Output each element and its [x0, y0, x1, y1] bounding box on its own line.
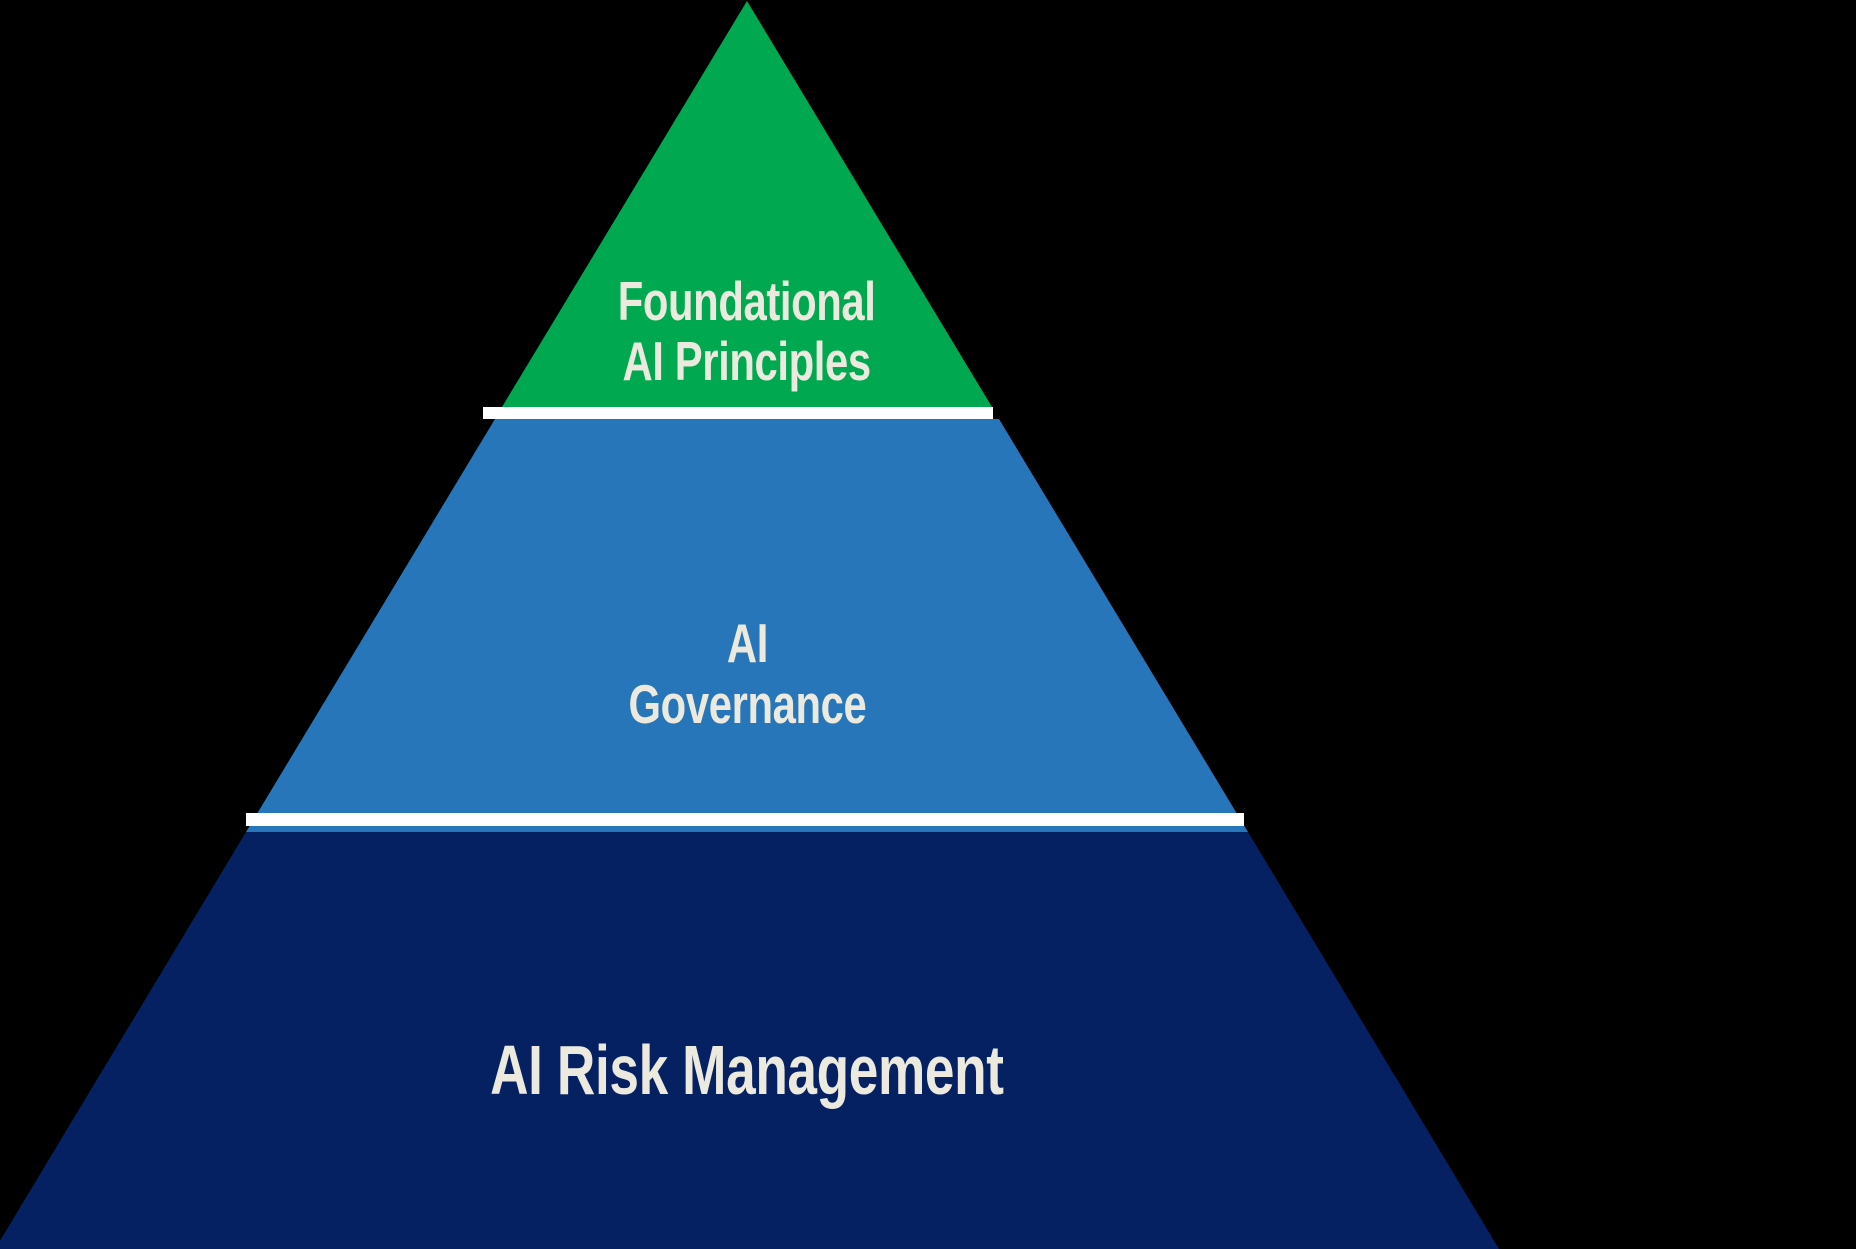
separator-line-top	[483, 407, 993, 419]
pyramid-level-middle-shape	[246, 419, 1248, 832]
separator-line-bottom	[246, 813, 1244, 826]
pyramid-level-top-shape	[502, 1, 992, 407]
pyramid-level-bottom-shape	[0, 832, 1499, 1249]
